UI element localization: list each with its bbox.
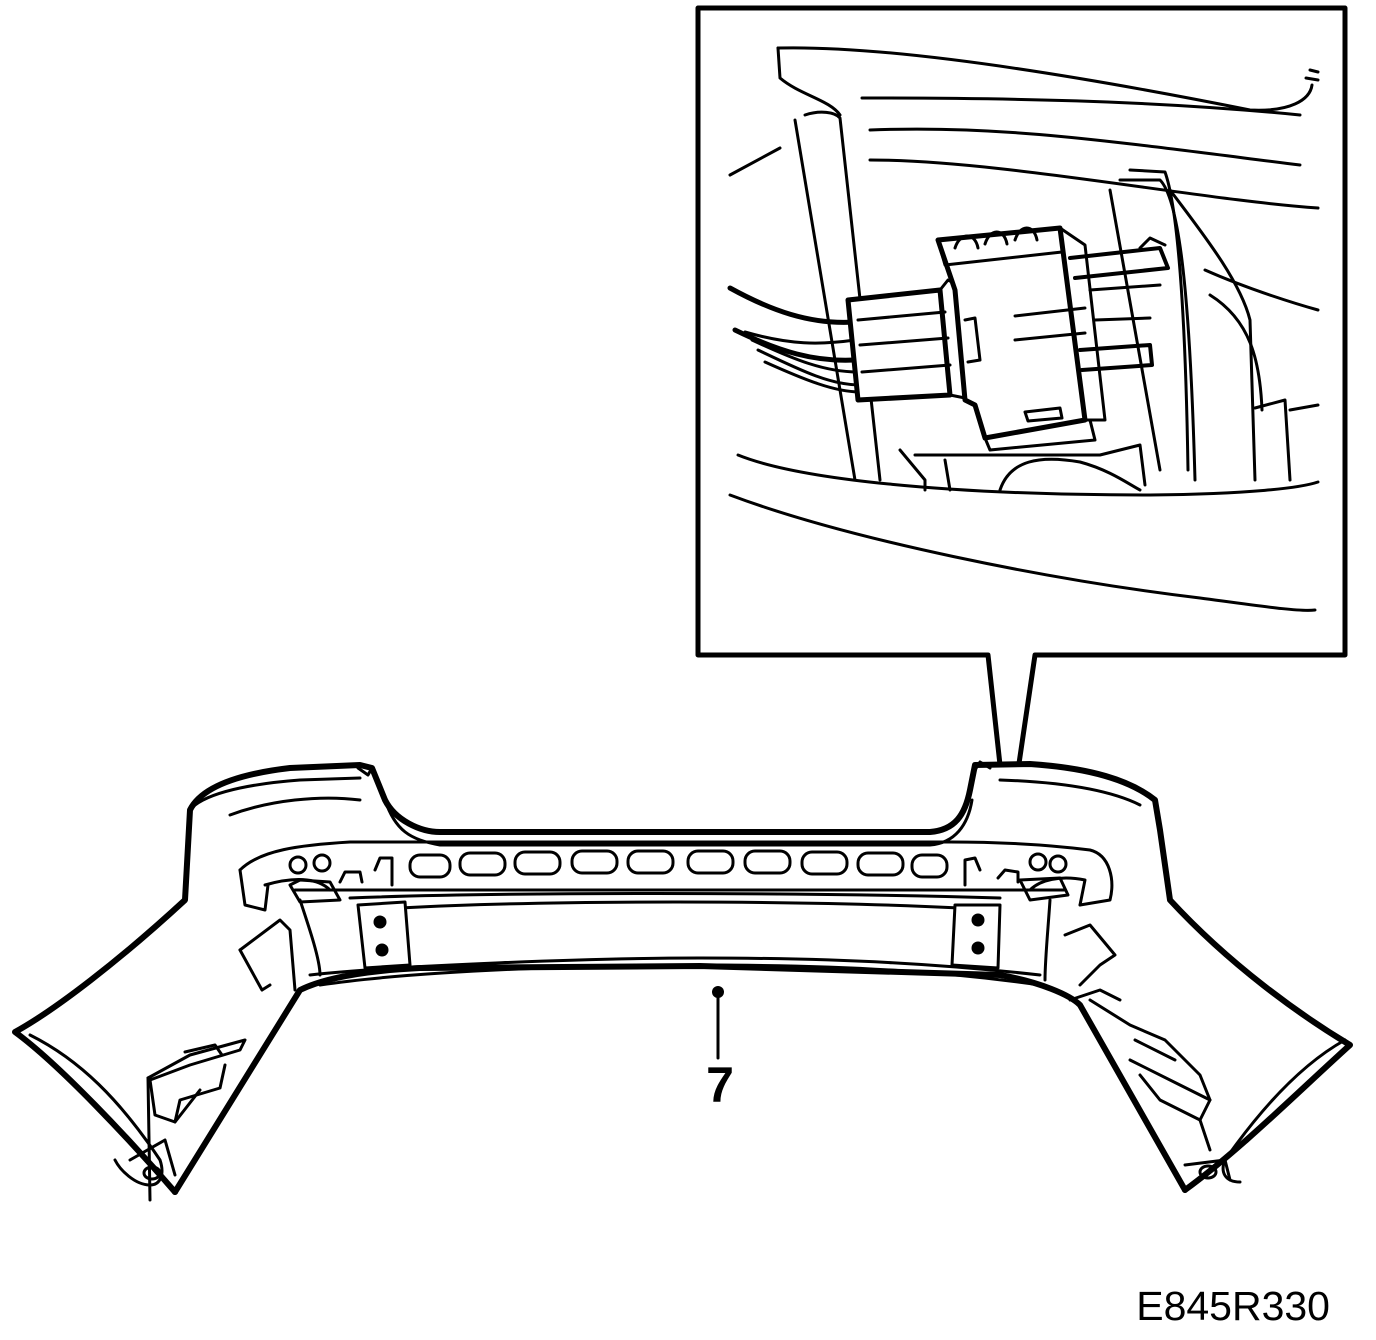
bumper-left-wing xyxy=(28,918,297,1202)
bumper-slots xyxy=(288,849,1068,879)
rear-bumper xyxy=(12,760,1353,1202)
bumper-right-wing xyxy=(1063,923,1347,1184)
bumper-brackets xyxy=(288,876,1070,970)
inset-body-panels xyxy=(728,46,1320,612)
part-callout-number: 7 xyxy=(706,1057,734,1113)
inset-wires xyxy=(727,285,862,394)
detail-inset xyxy=(695,5,1348,841)
callout-7-leader xyxy=(712,986,724,1060)
bumper-top-trim xyxy=(193,760,1142,847)
connector-housing xyxy=(935,225,1170,452)
bumper-lower-rim xyxy=(172,963,1188,1195)
figure-reference-code: E845R330 xyxy=(1136,1283,1330,1329)
